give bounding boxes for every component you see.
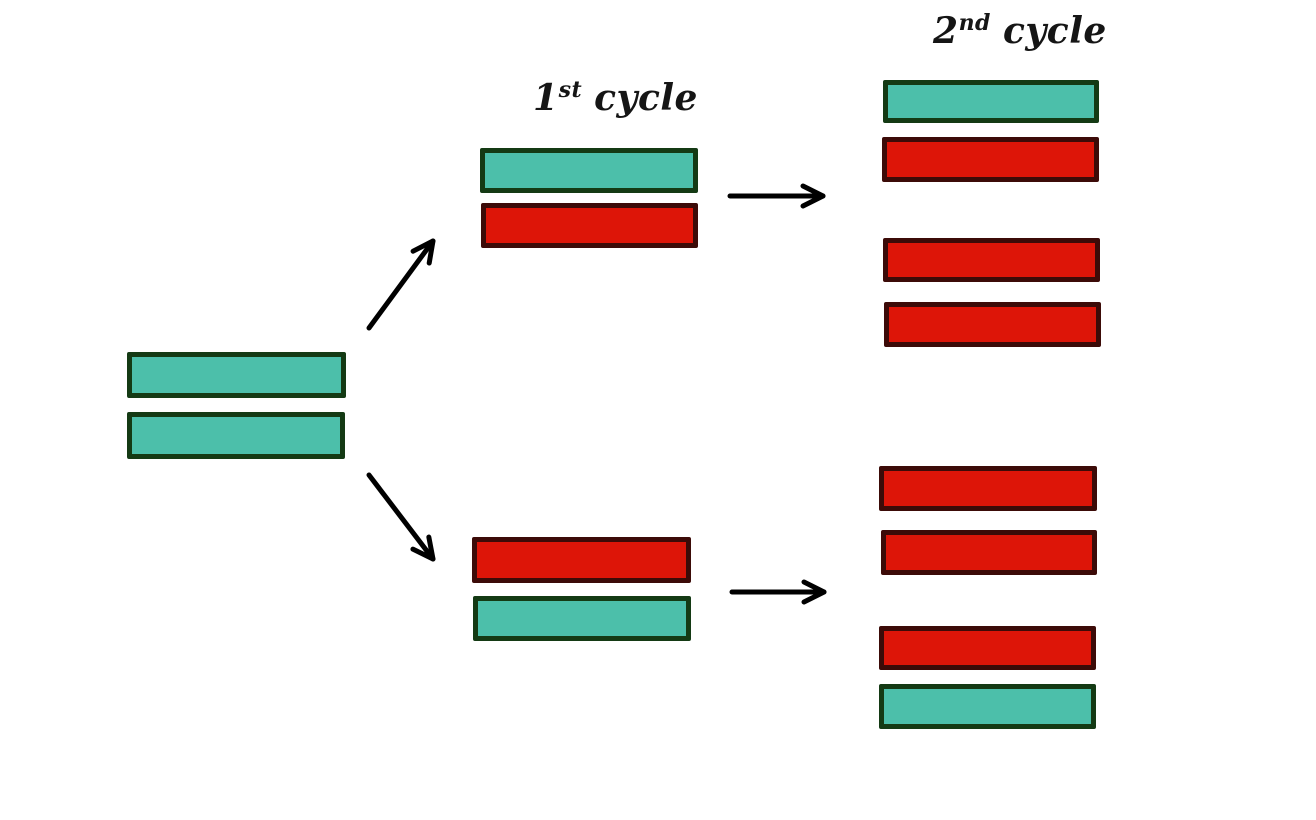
- second-cycle-number: 2: [933, 10, 959, 52]
- arrow-template-to-cycle1-bottom: [366, 472, 436, 562]
- cycle2-bottom-group-strand2-red-strand-bar: [881, 530, 1097, 575]
- cycle2-top-group-strand2-red-strand-bar: [882, 137, 1099, 182]
- template-pair-bottom-teal-strand-bar: [127, 412, 345, 459]
- template-pair-top-teal-strand-bar: [127, 352, 346, 398]
- second-cycle-word: cycle: [1002, 10, 1107, 52]
- cycle2-bottom-group-strand4-teal-strand-bar: [879, 684, 1096, 729]
- cycle2-bottom-group-strand3-red-strand-bar: [879, 626, 1096, 670]
- second-cycle-ordinal: nd: [958, 10, 991, 36]
- first-cycle-word: cycle: [594, 77, 698, 119]
- cycle1-bottom-pair-teal-strand-bar: [473, 596, 691, 641]
- cycle2-top-group-strand1-teal-strand-bar: [883, 80, 1099, 123]
- arrow-template-to-cycle1-top: [366, 238, 436, 331]
- cycle2-bottom-group-strand1-red-strand-bar: [879, 466, 1097, 511]
- cycle1-bottom-pair-red-strand-bar: [472, 537, 691, 583]
- cycle1-top-pair-teal-strand-bar: [480, 148, 698, 193]
- cycle1-top-pair-red-strand-bar: [481, 203, 698, 248]
- first-cycle-number: 1: [533, 77, 559, 119]
- first-cycle-ordinal: st: [558, 77, 583, 103]
- cycle2-top-group-strand4-red-strand-bar: [884, 302, 1101, 347]
- cycle2-top-group-strand3-red-strand-bar: [883, 238, 1100, 282]
